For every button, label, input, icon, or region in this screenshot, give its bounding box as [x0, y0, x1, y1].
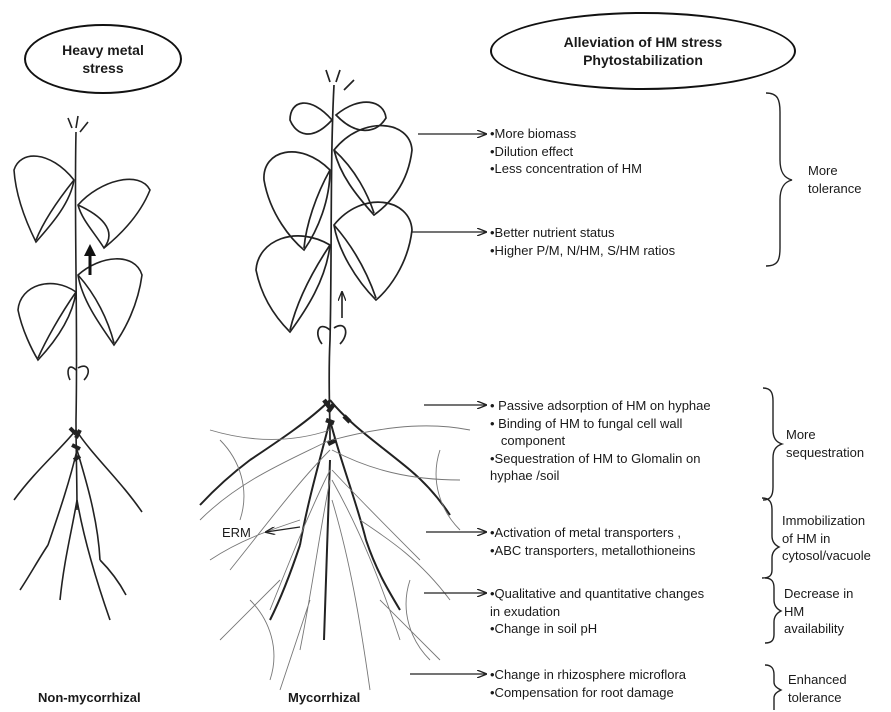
category-immobilization: Immobilization of HM in cytosol/vacuole: [782, 512, 871, 565]
category-line: availability: [784, 620, 853, 638]
effect-group-nutrient: •Better nutrient status •Higher P/M, N/H…: [490, 224, 675, 259]
right-stem: [329, 85, 334, 440]
effect-item: • Passive adsorption of HM on hyphae: [490, 397, 711, 415]
non-mycorrhizal-plant: [14, 116, 150, 620]
effect-item: •More biomass: [490, 125, 642, 143]
category-line: of HM in: [782, 530, 871, 548]
category-line: More: [786, 426, 864, 444]
category-decrease-availability: Decrease in HM availability: [784, 585, 853, 638]
effect-group-biomass: •More biomass •Dilution effect •Less con…: [490, 125, 642, 178]
heavy-metal-stress-oval: Heavy metal stress: [24, 24, 182, 94]
effect-item: •Dilution effect: [490, 143, 642, 161]
effect-group-transporters: •Activation of metal transporters , •ABC…: [490, 524, 695, 559]
effect-item: in exudation: [490, 603, 704, 621]
erm-label: ERM: [222, 525, 251, 540]
left-oval-line: stress: [62, 59, 144, 77]
effect-item: •Compensation for root damage: [490, 684, 686, 702]
left-leaf: [78, 179, 150, 248]
effect-item: •Sequestration of HM to Glomalin on: [490, 450, 711, 468]
brace-enhanced: [765, 665, 781, 710]
mycorrhizal-roots: [200, 400, 450, 640]
hyphae-network: [200, 426, 470, 690]
category-more-tolerance: More tolerance: [808, 162, 861, 197]
category-more-sequestration: More sequestration: [786, 426, 864, 461]
erm-pointer: [266, 527, 300, 532]
category-line: Immobilization: [782, 512, 871, 530]
category-line: Decrease in: [784, 585, 853, 603]
effect-group-hyphae: • Passive adsorption of HM on hyphae • B…: [490, 397, 711, 485]
non-mycorrhizal-caption: Non-mycorrhizal: [38, 690, 141, 705]
alleviation-oval: Alleviation of HM stress Phytostabilizat…: [490, 12, 796, 90]
effect-item: component: [490, 432, 711, 450]
category-line: Enhanced: [788, 671, 847, 689]
left-oval-line: Heavy metal: [62, 41, 144, 59]
brace-availability: [765, 578, 781, 643]
effect-item: •Qualitative and quantitative changes: [490, 585, 704, 603]
effect-item: •Better nutrient status: [490, 224, 675, 242]
right-oval-line: Phytostabilization: [564, 51, 723, 69]
mycorrhizal-caption: Mycorrhizal: [288, 690, 360, 705]
right-leaf: [334, 202, 412, 300]
category-line: tolerance: [788, 689, 847, 707]
category-line: sequestration: [786, 444, 864, 462]
category-line: tolerance: [808, 180, 861, 198]
right-leaf: [290, 103, 332, 134]
effect-item: hyphae /soil: [490, 467, 711, 485]
left-leaf: [18, 284, 76, 360]
category-enhanced-tolerance: Enhanced tolerance: [788, 671, 847, 706]
right-oval-line: Alleviation of HM stress: [564, 33, 723, 51]
effect-item: •Less concentration of HM: [490, 160, 642, 178]
effect-item: • Binding of HM to fungal cell wall: [490, 415, 711, 433]
effect-group-exudation: •Qualitative and quantitative changes in…: [490, 585, 704, 638]
effect-item: •ABC transporters, metallothioneins: [490, 542, 695, 560]
brace-tolerance: [766, 93, 792, 266]
left-leaf: [14, 156, 74, 242]
category-line: cytosol/vacuole: [782, 547, 871, 565]
category-line: More: [808, 162, 861, 180]
brace-immobilization: [762, 498, 779, 578]
brace-sequestration: [763, 388, 782, 500]
effect-arrows: [410, 134, 486, 674]
effect-item: •Higher P/M, N/HM, S/HM ratios: [490, 242, 675, 260]
category-line: HM: [784, 603, 853, 621]
mycorrhizal-plant: [256, 70, 412, 440]
effect-item: •Activation of metal transporters ,: [490, 524, 695, 542]
effect-item: •Change in rhizosphere microflora: [490, 666, 686, 684]
effect-group-rhizosphere: •Change in rhizosphere microflora •Compe…: [490, 666, 686, 701]
effect-item: •Change in soil pH: [490, 620, 704, 638]
